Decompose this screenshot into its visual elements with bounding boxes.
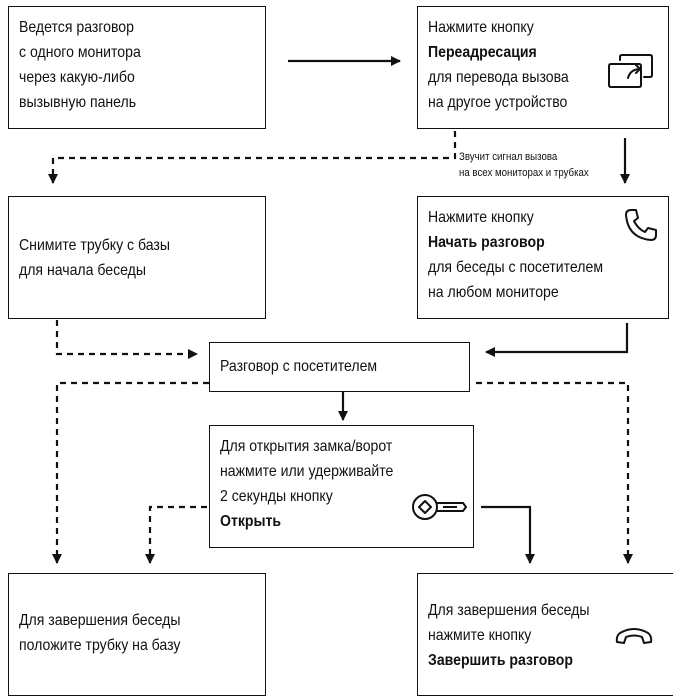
box-end-handset: Для завершения беседы положите трубку на… xyxy=(8,573,266,696)
end-button-line2: нажмите кнопку xyxy=(428,627,532,644)
box-handset-pickup: Снимите трубку с базы для начала беседы xyxy=(8,196,266,319)
call-in-progress-line3: через какую-либо xyxy=(19,69,135,86)
call-in-progress-line2: с одного монитора xyxy=(19,44,141,61)
call-in-progress-line4: вызывную панель xyxy=(19,94,137,111)
hang-up-icon xyxy=(615,628,653,644)
open-lock-line3: 2 секунды кнопку xyxy=(220,488,333,505)
call-in-progress-line1: Ведется разговор xyxy=(19,19,134,36)
forward-line4: на другое устройство xyxy=(428,94,568,111)
arrow-talk-to-end-button xyxy=(476,381,633,564)
open-lock-line2: нажмите или удерживайте xyxy=(220,463,394,480)
box-forward: Нажмите кнопку Переадресация для перевод… xyxy=(417,6,669,129)
start-talk-line3: для беседы с посетителем xyxy=(428,259,604,276)
forward-line3: для перевода вызова xyxy=(428,69,569,86)
arrow-open-to-end-handset xyxy=(145,505,207,564)
arrow-talk-to-end-handset xyxy=(52,381,209,564)
box-talk-with-visitor: Разговор с посетителем xyxy=(209,342,470,392)
open-lock-line1: Для открытия замка/ворот xyxy=(220,438,393,455)
forward-line1: Нажмите кнопку xyxy=(428,19,534,36)
arrow-handset-to-talk xyxy=(55,320,198,359)
start-talk-line1: Нажмите кнопку xyxy=(428,209,534,226)
arrow-forward-to-handset xyxy=(48,131,457,184)
end-talk-button-label: Завершить разговор xyxy=(428,652,573,669)
ring-note-line1: Звучит сигнал вызова xyxy=(459,151,558,163)
box-call-in-progress: Ведется разговор с одного монитора через… xyxy=(8,6,266,129)
forward-button-label: Переадресация xyxy=(428,44,537,61)
ring-note-line2: на всех мониторах и трубках xyxy=(459,167,589,179)
phone-icon xyxy=(625,209,657,241)
handset-pickup-line2: для начала беседы xyxy=(19,262,147,279)
start-talk-button-label: Начать разговор xyxy=(428,234,545,251)
open-button-label: Открыть xyxy=(220,513,282,530)
end-handset-line2: положите трубку на базу xyxy=(19,637,181,654)
key-icon xyxy=(412,494,467,520)
end-button-line1: Для завершения беседы xyxy=(428,602,590,619)
handset-pickup-line1: Снимите трубку с базы xyxy=(19,237,170,254)
arrow-open-to-end-button xyxy=(481,505,535,564)
start-talk-line4: на любом мониторе xyxy=(428,284,559,301)
box-open-lock: Для открытия замка/ворот нажмите или уде… xyxy=(209,425,474,548)
arrow-start-talk-to-talk xyxy=(485,323,629,357)
end-handset-line1: Для завершения беседы xyxy=(19,612,181,629)
forward-icon xyxy=(608,54,653,88)
box-end-button: Для завершения беседы нажмите кнопку Зав… xyxy=(417,573,673,696)
box-start-talk: Нажмите кнопку Начать разговор для бесед… xyxy=(417,196,669,319)
talk-with-visitor-label: Разговор с посетителем xyxy=(220,358,378,375)
